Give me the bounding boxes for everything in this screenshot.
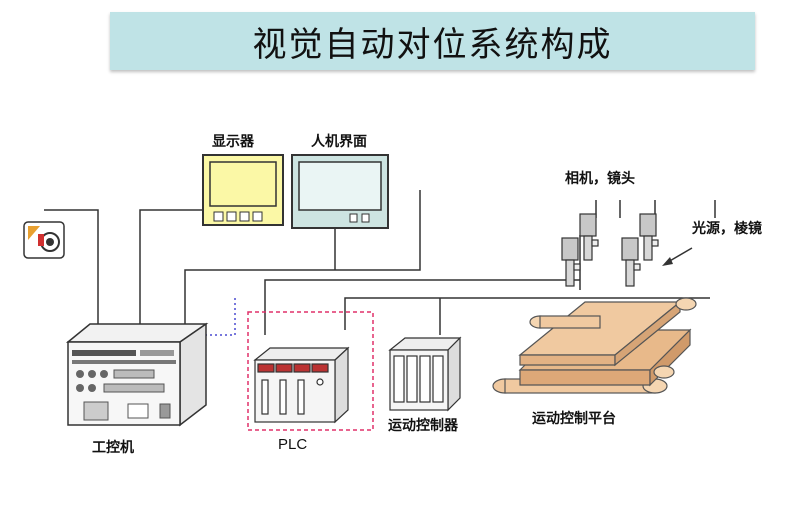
camera-lens-label: 相机，镜头 xyxy=(565,171,635,187)
motion-platform-device xyxy=(492,297,697,394)
ipc-dotted-link xyxy=(205,298,236,336)
ipc-label: 工控机 xyxy=(92,440,134,456)
plc-device xyxy=(253,346,350,424)
ipc-device xyxy=(65,322,209,427)
connection-lines xyxy=(44,190,716,335)
plc-label: PLC xyxy=(278,436,308,453)
hmi-device xyxy=(291,154,389,229)
emergency-stop-icon xyxy=(23,221,65,259)
light-prism-arrow xyxy=(662,247,693,266)
hmi-label: 人机界面 xyxy=(311,134,367,150)
light-prism-label: 光源，棱镜 xyxy=(692,221,762,237)
monitor-label: 显示器 xyxy=(212,134,254,150)
motion-controller-label: 运动控制器 xyxy=(388,418,458,434)
diagram-title: 视觉自动对位系统构成 xyxy=(252,24,613,65)
title-banner: 视觉自动对位系统构成 xyxy=(110,12,755,70)
motion-platform-label: 运动控制平台 xyxy=(532,411,616,427)
camera-array xyxy=(561,213,659,287)
plc-frame xyxy=(247,311,374,431)
monitor-device xyxy=(202,154,284,226)
motion-controller-device xyxy=(388,336,462,412)
